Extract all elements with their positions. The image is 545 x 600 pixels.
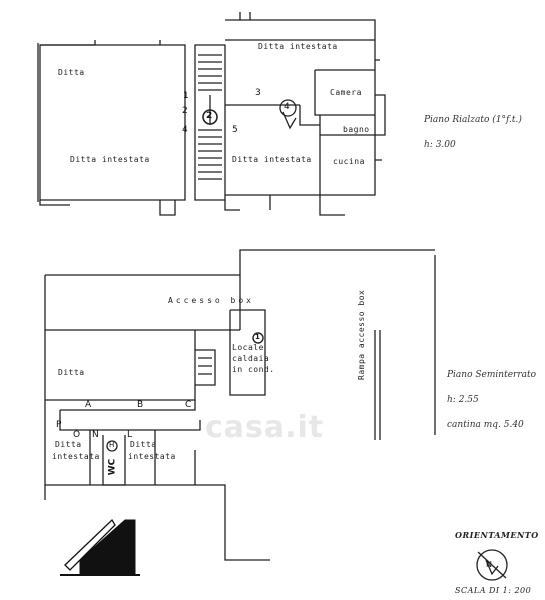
room-accesso-box: Accesso box <box>168 296 254 305</box>
north-label: N <box>486 560 492 569</box>
basement-walls <box>44 249 436 561</box>
room-intestata-right: intestata <box>128 452 176 461</box>
room-ditta-left: Ditta <box>55 440 82 449</box>
ground-floor-height: h: 3.00 <box>424 140 456 150</box>
room-ditta-right: Ditta <box>130 440 157 449</box>
circle-label-1: 1 <box>255 333 260 341</box>
spiral-stair <box>279 99 297 117</box>
rampa-label: Rampa accesso box <box>357 289 366 380</box>
basement-cantina: cantina mq. 5.40 <box>447 420 524 430</box>
ground-floor-walls <box>37 12 386 216</box>
letter-p: P <box>56 420 62 430</box>
marker-circle-h <box>106 440 118 452</box>
letter-h: H <box>109 441 115 449</box>
letter-c: C <box>185 400 192 410</box>
marker-1: 1 <box>183 91 189 101</box>
letter-o: O <box>73 430 81 440</box>
marker-2: 2 <box>182 106 188 116</box>
circle-label-2: 2 <box>206 111 213 121</box>
orientation-compass <box>476 549 508 581</box>
marker-circle-1 <box>252 332 264 344</box>
room-bagno: bagno <box>343 125 370 134</box>
marker-circle-2 <box>202 109 218 125</box>
room-in-cond: in cond. <box>232 365 275 374</box>
letter-a: A <box>85 400 92 410</box>
basement-height: h: 2.55 <box>447 395 479 405</box>
room-ditta: Ditta <box>58 368 85 377</box>
letter-n: N <box>92 430 99 440</box>
room-intestata-left: intestata <box>52 452 100 461</box>
room-cucina: cucina <box>333 157 365 166</box>
decorative-emblem <box>60 518 140 576</box>
marker-3: 3 <box>255 88 261 98</box>
room-ditta-center-left: Ditta intestata <box>70 155 150 164</box>
letter-l: L <box>127 430 133 440</box>
room-locale: Locale <box>232 343 264 352</box>
marker-5: 5 <box>232 125 238 135</box>
basement-title: Piano Seminterrato <box>447 370 537 380</box>
scale-label: SCALA DI 1: 200 <box>455 586 532 595</box>
marker-4: 4 <box>182 125 188 135</box>
circle-label-4: 4 <box>284 102 290 112</box>
room-ditta-center-right: Ditta intestata <box>232 155 312 164</box>
watermark: casa.it <box>205 410 325 445</box>
room-caldaia: caldaia <box>232 354 270 363</box>
letter-b: B <box>137 400 144 410</box>
room-ditta-top-right: Ditta intestata <box>258 42 338 51</box>
ground-floor-title: Piano Rialzato (1°f.t.) <box>424 115 522 125</box>
room-camera: Camera <box>330 88 362 97</box>
wc-label: WC <box>107 458 118 476</box>
orientation-title: ORIENTAMENTO <box>455 530 539 540</box>
room-ditta-top-left: Ditta <box>58 68 85 77</box>
